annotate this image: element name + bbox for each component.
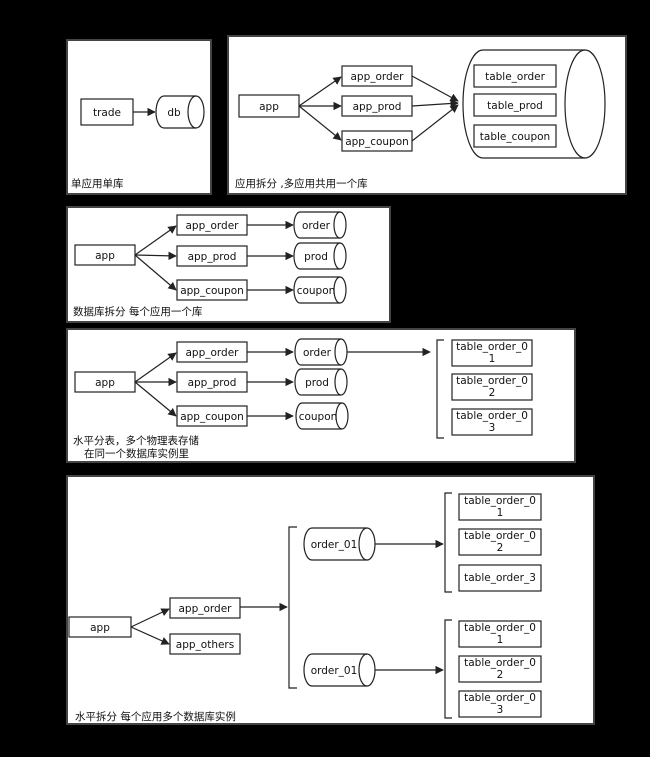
b-table-order-03-node [458, 690, 542, 718]
a-table-order-02-label-b: 2 [497, 542, 504, 554]
table-order-03-node [451, 408, 533, 436]
app-others-node [169, 633, 241, 655]
a-table-order-01-label-a: table_order_0 [464, 495, 536, 507]
a-table-order-01-node [458, 493, 542, 521]
coupon-db-cylinder [295, 402, 349, 430]
panel-4-caption-line-1: 水平分表，多个物理表存储 [73, 434, 199, 447]
edge-app-order [134, 352, 177, 383]
b-table-order-01-label-b: 1 [497, 634, 504, 646]
b-table-order-02-label-a: table_order_0 [464, 657, 536, 669]
app-order-label: app_order [185, 347, 239, 359]
edge-app-order [134, 225, 177, 256]
app-label: app [95, 250, 115, 262]
table-order-01-label-a: table_order_0 [456, 341, 528, 353]
app-order-node [169, 597, 241, 619]
panel-horizontal-db-split: app app_order app_others order_01 order_… [66, 475, 595, 725]
table-prod-label: table_prod [487, 100, 543, 112]
table-order-01-label-b: 1 [489, 353, 496, 365]
panel-horizontal-table-split: app app_order app_prod app_coupon order … [66, 328, 576, 463]
edge-app-order [130, 608, 170, 628]
edge-app-coupon [134, 254, 177, 291]
b-table-order-02-node [458, 655, 542, 683]
a-table-order-3-label: table_order_3 [464, 572, 536, 584]
b-table-order-03-label-b: 3 [497, 704, 504, 716]
table-order-02-label-a: table_order_0 [456, 375, 528, 387]
app-label: app [90, 622, 110, 634]
b-table-order-01-node [458, 620, 542, 648]
table-coupon-node [473, 124, 557, 148]
table-order-02-label-b: 2 [489, 387, 496, 399]
order-01-db-label-a: order_01 [311, 539, 358, 551]
trade-label: trade [93, 107, 121, 119]
edge-app-others [130, 626, 170, 645]
app-coupon-label: app_coupon [345, 136, 409, 148]
tables-bracket-a [444, 492, 452, 593]
app-coupon-label: app_coupon [180, 411, 244, 423]
table-order-03-label-b: 3 [489, 422, 496, 434]
panel-1-caption: 单应用单库 [71, 177, 124, 190]
edge-coupon-db [411, 104, 459, 142]
db-cylinder [155, 95, 205, 129]
app-coupon-label: app_coupon [180, 285, 244, 297]
db-bracket [288, 526, 297, 689]
app-order-label: app_order [178, 603, 232, 615]
tables-bracket-b [444, 619, 452, 719]
edge-app-coupon [298, 105, 342, 141]
panel-single-app-single-db: trade db 单应用单库 [66, 39, 212, 195]
app-prod-label: app_prod [188, 251, 237, 263]
db-label: db [167, 107, 181, 119]
order-db-label: order [302, 220, 331, 232]
tables-bracket [436, 339, 444, 439]
b-table-order-02-label-b: 2 [497, 669, 504, 681]
app-order-label: app_order [350, 71, 404, 83]
edge-order-db [411, 75, 459, 102]
b-table-order-03-label-a: table_order_0 [464, 692, 536, 704]
prod-db-cylinder [294, 368, 348, 396]
a-table-order-02-label-a: table_order_0 [464, 530, 536, 542]
prod-db-label: prod [305, 377, 329, 389]
app-order-label: app_order [185, 220, 239, 232]
coupon-db-label: coupon [297, 285, 336, 297]
b-table-order-01-label-a: table_order_0 [464, 622, 536, 634]
coupon-db-cylinder [293, 276, 347, 304]
table-order-02-node [451, 373, 533, 401]
table-order-01-node [451, 339, 533, 367]
order-db-cylinder [294, 338, 348, 366]
app-others-label: app_others [176, 639, 234, 651]
edge-app-coupon [134, 381, 177, 417]
app-label: app [95, 377, 115, 389]
panel-2-caption: 应用拆分 ,多应用共用一个库 [235, 177, 368, 190]
edge-app-prod [134, 251, 177, 261]
table-order-03-label-a: table_order_0 [456, 410, 528, 422]
a-table-order-01-label-b: 1 [497, 507, 504, 519]
app-prod-label: app_prod [353, 101, 402, 113]
prod-db-cylinder [293, 242, 347, 270]
panel-5-caption: 水平拆分 每个应用多个数据库实例 [75, 710, 236, 723]
order-db-label: order [303, 347, 332, 359]
panel-3-caption: 数据库拆分 每个应用一个库 [73, 305, 202, 318]
order-01-db-label-b: order_01 [311, 665, 358, 677]
table-prod-node [473, 93, 557, 117]
edge-prod-db [411, 99, 459, 108]
order-db-cylinder [293, 211, 347, 239]
panel-db-split: app app_order app_prod app_coupon order … [66, 206, 391, 323]
coupon-db-label: coupon [299, 411, 338, 423]
table-order-label: table_order [485, 71, 546, 83]
trade-node [80, 98, 134, 126]
prod-db-label: prod [304, 251, 328, 263]
table-order-node [473, 64, 557, 88]
panel-app-split-shared-db: app app_order app_prod app_coupon table_… [227, 35, 627, 195]
panel-4-caption-line-2: 在同一个数据库实例里 [84, 447, 189, 460]
order-01-db-cylinder-b [303, 653, 376, 687]
order-01-db-cylinder-a [303, 527, 376, 561]
app-prod-label: app_prod [188, 377, 237, 389]
a-table-order-02-node [458, 528, 542, 556]
edge-app-order [298, 76, 342, 107]
table-coupon-label: table_coupon [480, 131, 550, 143]
a-table-order-3-node [458, 564, 542, 592]
app-label: app [259, 101, 279, 113]
